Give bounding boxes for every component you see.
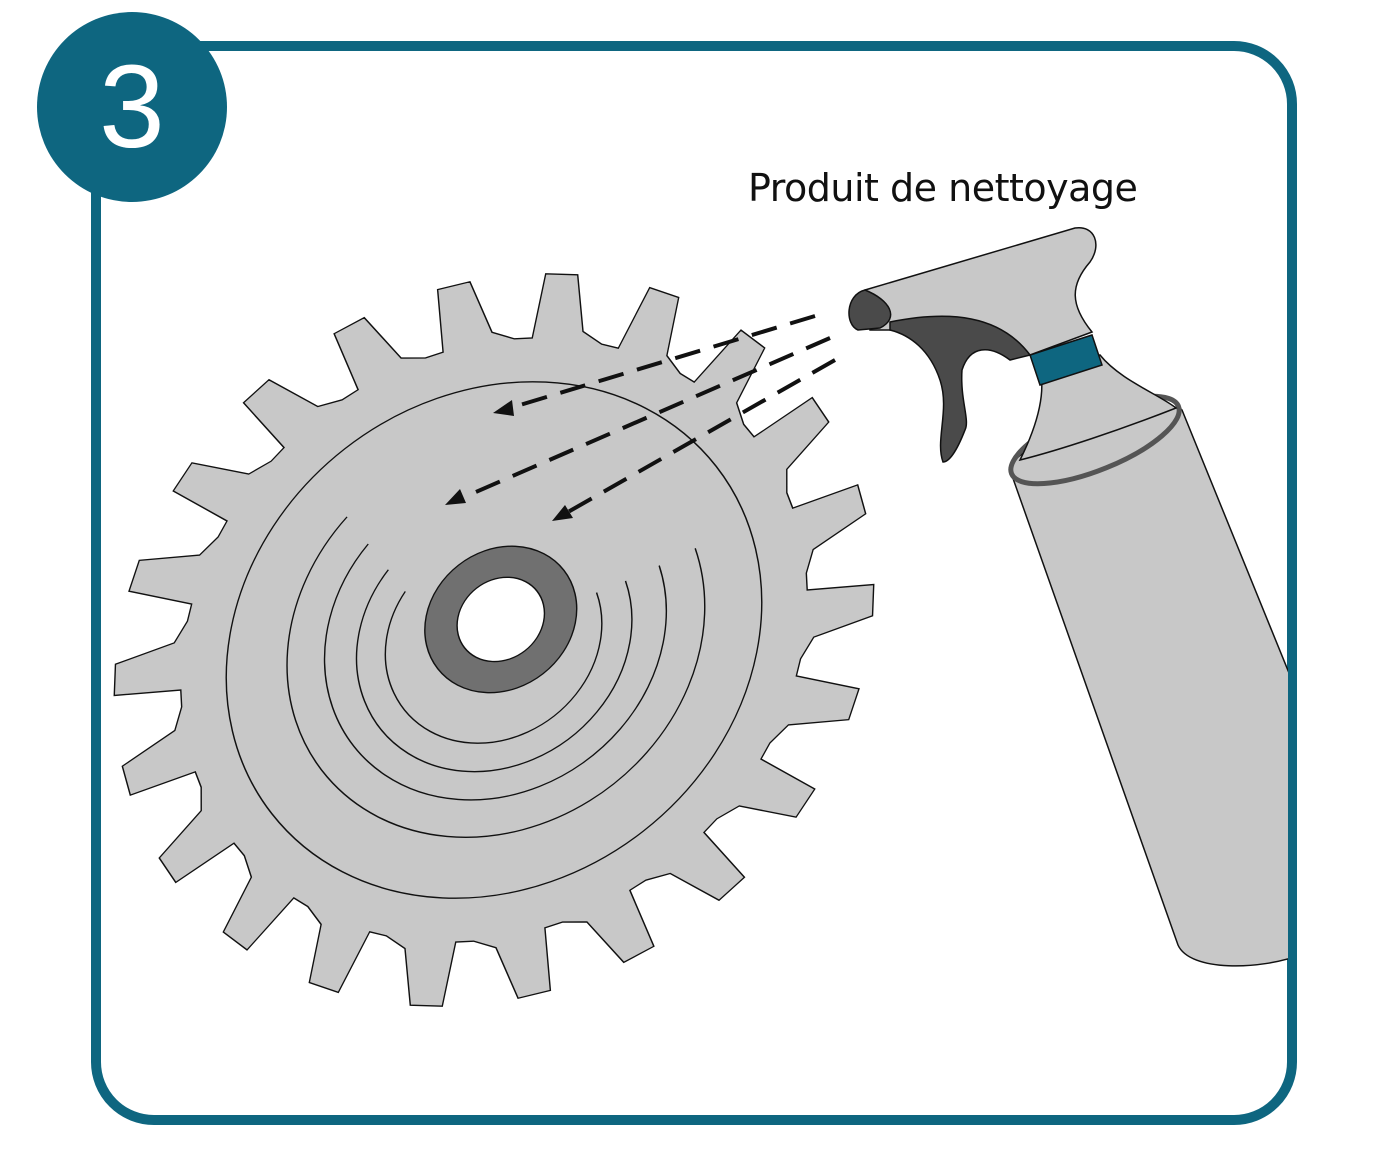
arrowhead-icon xyxy=(552,505,573,521)
blade-outer-line xyxy=(225,381,763,899)
spray-bottle xyxy=(848,227,1288,967)
blade-ring-2 xyxy=(323,543,667,801)
blade-ring-1 xyxy=(286,516,706,838)
bottle-body xyxy=(1009,406,1288,967)
arrowhead-icon xyxy=(493,400,514,416)
trigger xyxy=(889,315,1032,463)
bottle-collar xyxy=(1029,334,1103,386)
blade-ring-3 xyxy=(355,569,633,773)
arrowheads xyxy=(445,400,573,521)
step-badge xyxy=(37,12,227,202)
blade-ring-4 xyxy=(384,591,603,744)
frame-border xyxy=(91,41,1297,1125)
arrowhead-icon xyxy=(445,489,466,505)
saw-blade xyxy=(113,273,875,1007)
nozzle xyxy=(848,289,892,331)
blade-hole xyxy=(456,576,546,663)
step-number: 3 xyxy=(99,41,165,173)
cleaning-product-label: Produit de nettoyage xyxy=(748,166,1138,210)
spray-stream xyxy=(461,314,836,514)
bottle-neck xyxy=(1018,354,1178,462)
